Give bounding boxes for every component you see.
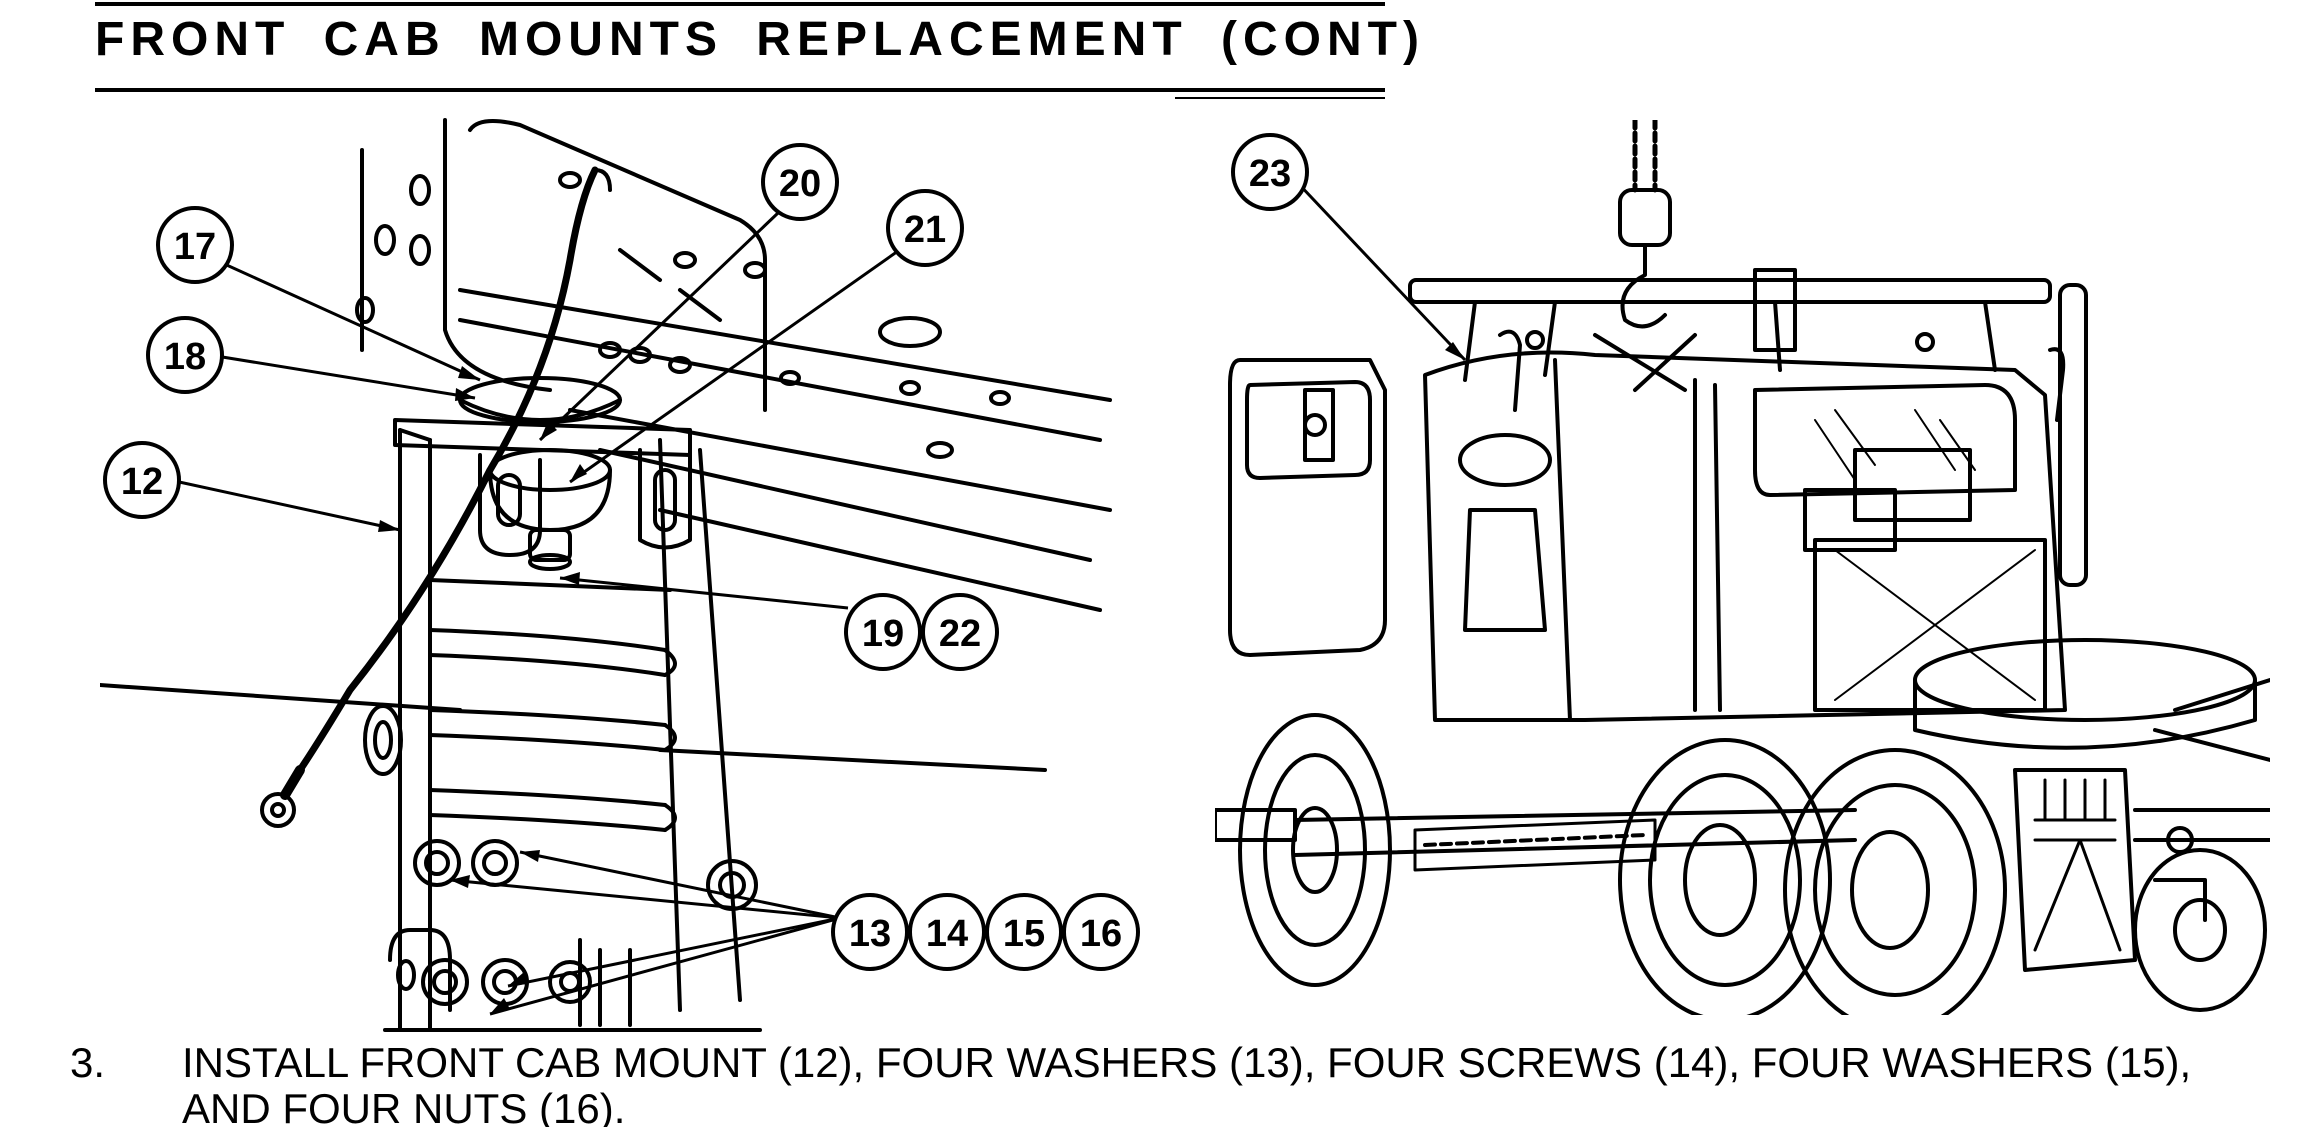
callout-balloon-12 xyxy=(103,441,181,519)
callout-17: 17 xyxy=(174,226,216,268)
callout-balloon-18 xyxy=(146,316,224,394)
callout-13: 13 xyxy=(849,913,891,955)
callout-balloon-16 xyxy=(1062,893,1140,971)
step-number: 3. xyxy=(70,1039,106,1086)
callout-19: 19 xyxy=(862,613,904,655)
callout-12: 12 xyxy=(121,461,163,503)
callout-balloon-22 xyxy=(921,593,999,671)
callout-20: 20 xyxy=(779,163,821,205)
callout-18: 18 xyxy=(164,336,206,378)
callout-14: 14 xyxy=(926,913,968,955)
callout-21: 21 xyxy=(904,209,946,251)
callout-23: 23 xyxy=(1249,153,1291,195)
callout-balloon-14 xyxy=(908,893,986,971)
callout-balloon-19 xyxy=(844,593,922,671)
callout-15: 15 xyxy=(1003,913,1045,955)
title-bottom-rule-short xyxy=(1175,97,1385,99)
callout-balloon-17 xyxy=(156,206,234,284)
callout-22: 22 xyxy=(939,613,981,655)
callout-balloon-15 xyxy=(985,893,1063,971)
callout-balloon-21 xyxy=(886,189,964,267)
callout-balloon-23 xyxy=(1231,133,1309,211)
title-bottom-rule xyxy=(95,88,1385,92)
cab-mount-illustration: 17 18 12 20 21 19 22 13 14 15 16 xyxy=(100,118,1140,1032)
page-title: FRONT CAB MOUNTS REPLACEMENT (CONT) xyxy=(95,13,1425,66)
step-text: INSTALL FRONT CAB MOUNT (12), FOUR WASHE… xyxy=(182,1039,2192,1127)
callout-balloon-13 xyxy=(831,893,909,971)
truck-cab-hoist-illustration: 23 xyxy=(1215,120,2270,1015)
title-top-rule xyxy=(95,2,1385,6)
callout-balloon-20 xyxy=(761,143,839,221)
callout-16: 16 xyxy=(1080,913,1122,955)
